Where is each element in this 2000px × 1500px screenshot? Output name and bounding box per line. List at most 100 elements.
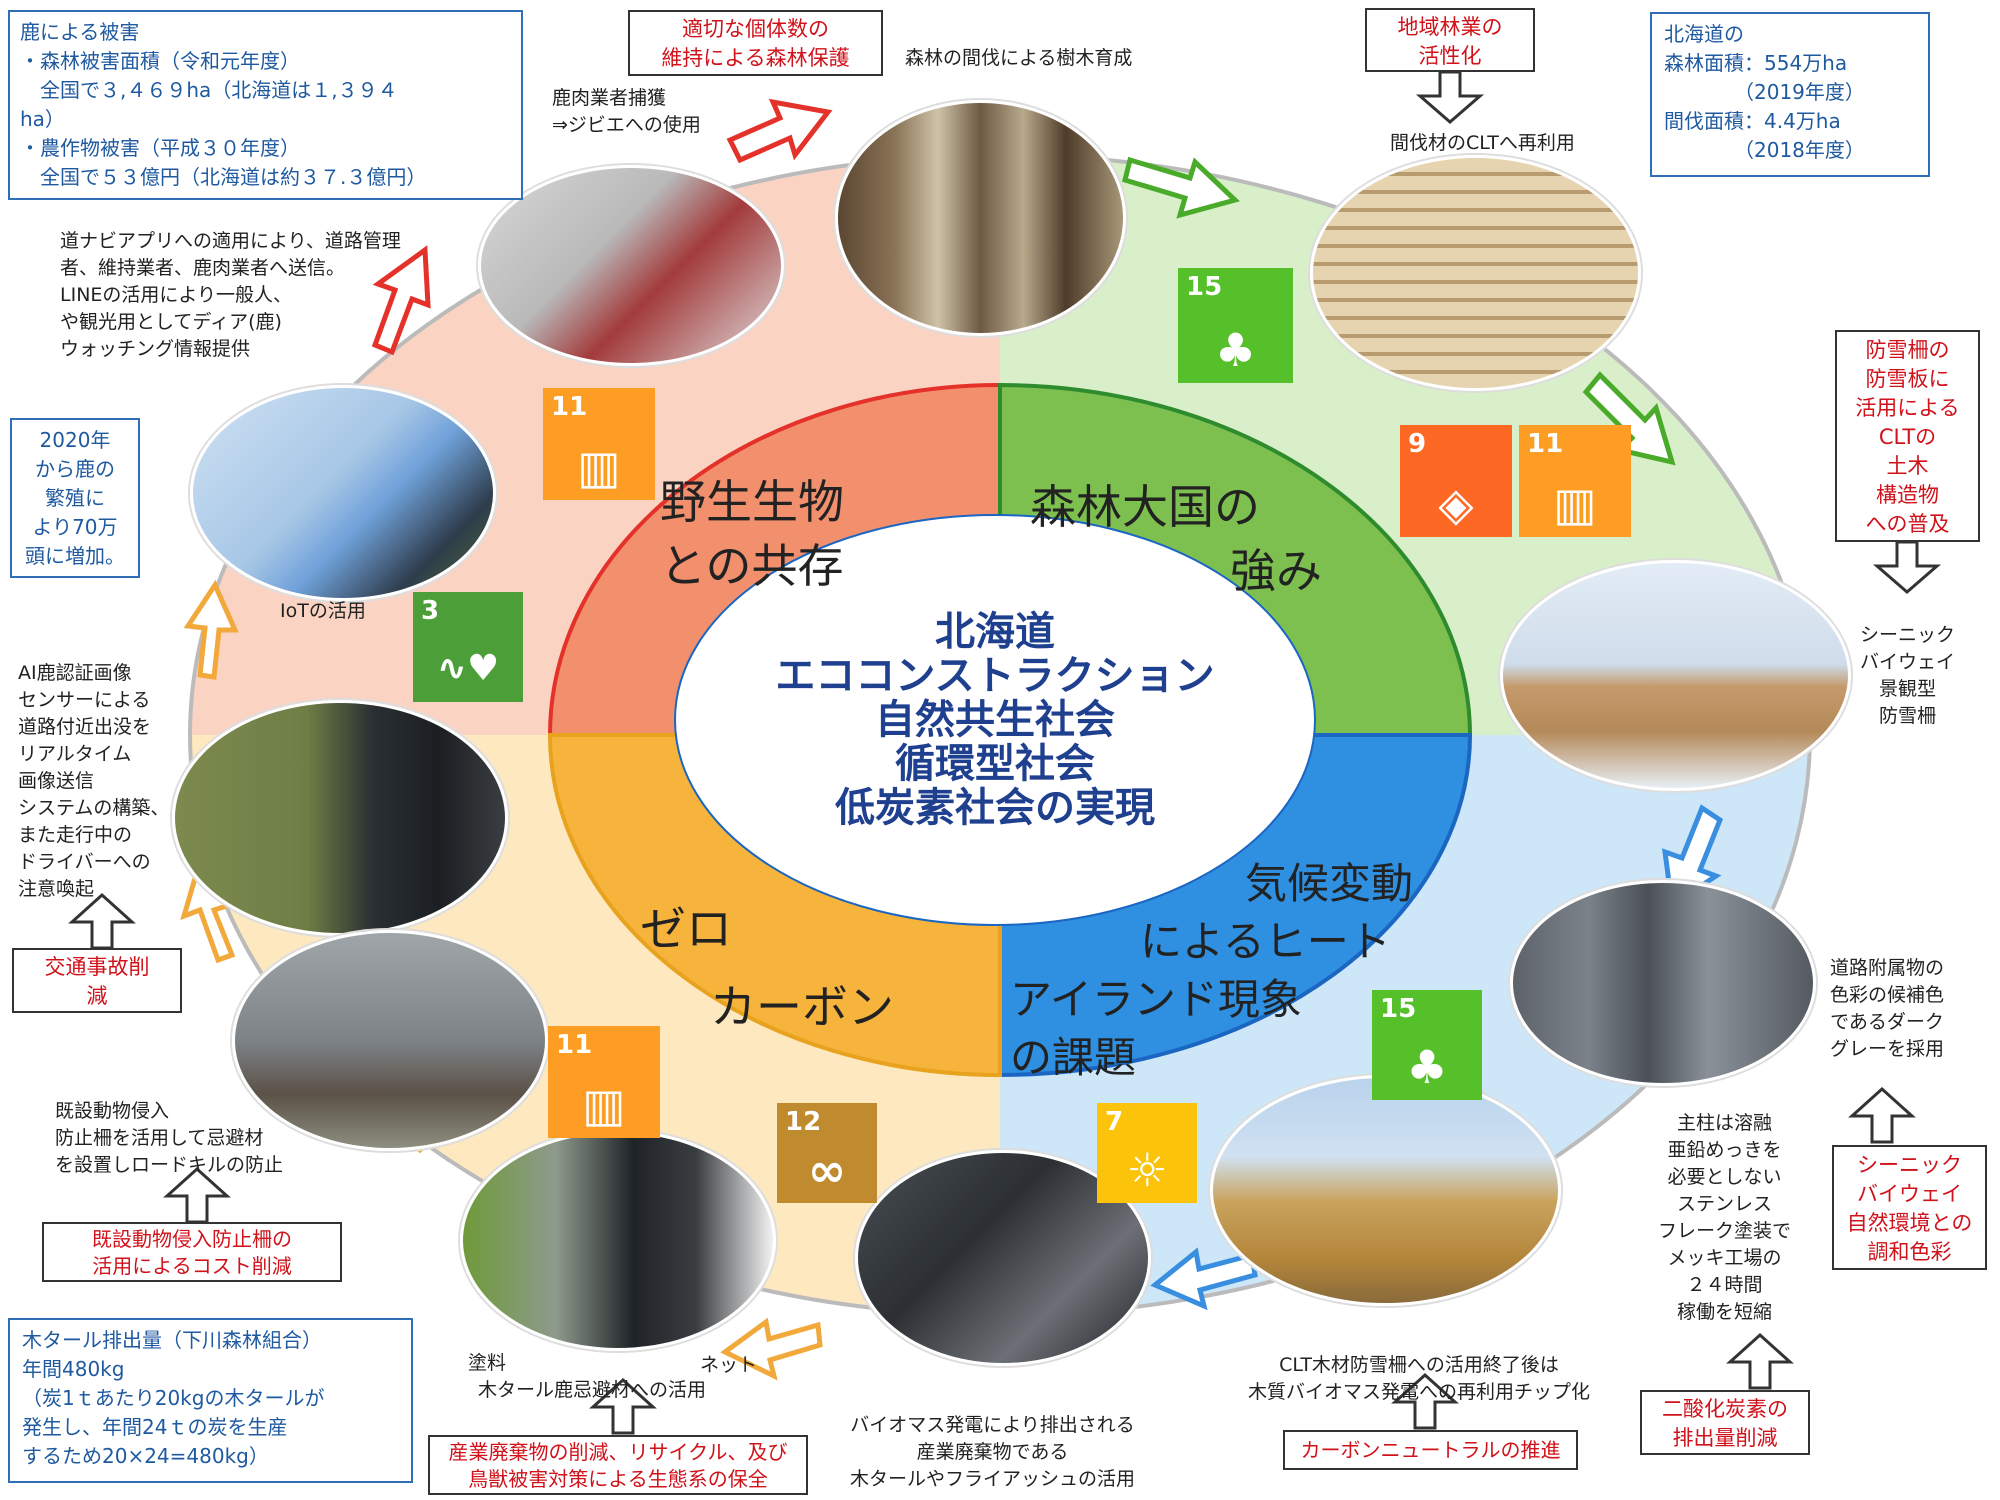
biomass-tar-line: 木タールやフライアッシュの活用 <box>850 1468 1136 1490</box>
cost-line: 既設動物侵入防止柵の <box>92 1227 292 1251</box>
deer-damage-line: ・農作物被害（平成３０年度） <box>20 136 300 160</box>
sdg-tile-11-zero: 11 ▥ <box>548 1026 660 1138</box>
box-deer-increase: 2020年 から鹿の 繁殖に より70万 頭に増加。 <box>10 418 140 578</box>
arrow-green-1 <box>1121 156 1240 219</box>
dark-grey-line: グレーを採用 <box>1830 1038 1945 1060</box>
forestry-line: 地域林業の <box>1397 15 1503 39</box>
deer-increase-line: より70万 <box>32 515 118 539</box>
quadrant-title-zero: ゼロ カーボン <box>640 890 894 1046</box>
forest-area-line: 間伐面積：4.4万ha <box>1664 109 1841 133</box>
sdg-number: 11 <box>1527 429 1564 459</box>
photo-ai-sensor <box>172 700 508 936</box>
sdg-number: 9 <box>1408 429 1427 459</box>
scenic-fence-line: シーニック <box>1860 624 1956 646</box>
existing-fence-line: 既設動物侵入 <box>55 1100 170 1122</box>
note-biomass-chip: CLT木材防雪柵への活用終了後は 木質バイオマス発電への再利用チップ化 <box>1248 1352 1590 1406</box>
sdg-number: 15 <box>1380 994 1417 1024</box>
deer-increase-line: 繁殖に <box>45 486 105 510</box>
ai-line: システムの構築、 <box>18 797 170 819</box>
box-forestry: 地域林業の 活性化 <box>1365 8 1535 72</box>
arrow-up-co2 <box>1726 1332 1794 1390</box>
infinity-icon: ∞ <box>807 1143 847 1197</box>
note-meat: 鹿肉業者捕獲 ⇒ジビエへの使用 <box>552 85 701 139</box>
traffic-line: 減 <box>86 984 108 1008</box>
scenic-color-line: シーニック <box>1857 1153 1962 1177</box>
zero-line-2: カーボン <box>710 980 894 1034</box>
forest-area-line: 北海道の <box>1664 22 1744 46</box>
sdg-number: 3 <box>421 596 440 626</box>
deer-damage-line: 鹿による被害 <box>20 20 140 44</box>
center-line-4: 循環型社会 <box>895 741 1095 787</box>
stainless-line: 主柱は溶融 <box>1677 1112 1773 1134</box>
tree-icon: ♣ <box>1406 1040 1448 1094</box>
thinning-line: 森林の間伐による樹木育成 <box>905 47 1133 69</box>
center-line-1: 北海道 <box>935 609 1055 655</box>
scenic-color-line: 調和色彩 <box>1867 1240 1952 1264</box>
tar-output-line: 木タール排出量（下川森林組合） <box>22 1328 322 1352</box>
photo-clt-panels <box>1310 155 1641 391</box>
deer-damage-line: ・森林被害面積（令和元年度） <box>20 49 300 73</box>
box-traffic: 交通事故削 減 <box>12 948 182 1013</box>
note-paint: 塗料 <box>468 1350 506 1377</box>
ai-line: 注意喚起 <box>18 878 95 900</box>
deer-damage-line: ha） <box>20 107 65 131</box>
sdg-tile-9: 9 ◈ <box>1400 425 1512 537</box>
cost-line: 活用によるコスト削減 <box>92 1254 292 1278</box>
note-ai: AI鹿認証画像 センサーによる 道路付近出没を リアルタイム 画像送信 システム… <box>18 660 169 903</box>
photo-meat-processing <box>478 165 784 366</box>
box-forest-area: 北海道の 森林面積：554万ha （2019年度） 間伐面積：4.4万ha （2… <box>1650 12 1930 177</box>
photo-biomass-chips <box>1210 1075 1561 1306</box>
city-icon: ▥ <box>582 1078 626 1132</box>
iot-line: IoTの活用 <box>280 600 366 622</box>
photo-forest-thinning <box>835 100 1126 336</box>
sdg-tile-15-climate: 15 ♣ <box>1372 990 1482 1100</box>
existing-fence-line: を設置しロードキルの防止 <box>55 1154 284 1176</box>
sdg-number: 15 <box>1186 272 1223 302</box>
tar-output-line: するため20×24=480kg） <box>22 1444 269 1468</box>
stainless-line: ２４時間 <box>1686 1274 1763 1296</box>
photo-scenic-fence <box>1500 560 1851 791</box>
forest-line-2: 強み <box>1230 544 1322 598</box>
forest-area-line: （2018年度） <box>1664 138 1865 162</box>
population-line: 維持による森林保護 <box>661 46 850 70</box>
sdg-number: 12 <box>785 1107 822 1137</box>
stainless-line: 必要としない <box>1667 1166 1782 1188</box>
deer-increase-line: 2020年 <box>39 428 111 452</box>
center-line-3: 自然共生社会 <box>875 697 1115 743</box>
note-thinning: 森林の間伐による樹木育成 <box>905 45 1132 72</box>
note-net: ネット <box>700 1352 757 1379</box>
stainless-line: フレーク塗装で <box>1658 1220 1792 1242</box>
existing-fence-line: 防止柵を活用して忌避材 <box>55 1127 264 1149</box>
soundwall-line: 防雪柵の <box>1865 338 1950 362</box>
center-line-5: 低炭素社会の実現 <box>835 785 1155 831</box>
scenic-fence-line: 防雪柵 <box>1879 705 1937 727</box>
photo-deer-app <box>190 385 496 601</box>
sdg-number: 7 <box>1105 1107 1124 1137</box>
tar-output-line: （炭1ｔあたり20kgの木タールが <box>22 1386 325 1410</box>
cubes-icon: ◈ <box>1438 477 1474 531</box>
arrow-down-forestry <box>1415 70 1485 124</box>
carbon-neutral-line: カーボンニュートラルの推進 <box>1300 1438 1561 1462</box>
stainless-line: ステンレス <box>1677 1193 1773 1215</box>
sdg-tile-15-forest: 15 ♣ <box>1178 268 1293 383</box>
meat-line: 鹿肉業者捕獲 <box>552 87 667 109</box>
sdg-tile-7: 7 ☼ <box>1097 1103 1197 1203</box>
city-icon: ▥ <box>577 440 621 494</box>
sdg-tile-3: 3 ∿♥ <box>413 592 523 702</box>
note-clt: 間伐材のCLTへ再利用 <box>1390 130 1575 157</box>
zero-line-1: ゼロ <box>640 902 732 956</box>
note-navi: 道ナビアプリへの適用により、道路管理 者、維持業者、鹿肉業者へ送信。 LINEの… <box>60 228 401 363</box>
tree-icon: ♣ <box>1214 323 1257 377</box>
scenic-color-line: バイウェイ <box>1857 1182 1962 1206</box>
ai-line: 道路付近出没を <box>18 716 152 738</box>
stainless-line: 亜鉛めっきを <box>1667 1139 1782 1161</box>
note-stainless: 主柱は溶融 亜鉛めっきを 必要としない ステンレス フレーク塗装で メッキ工場の… <box>1658 1110 1791 1326</box>
box-cost: 既設動物侵入防止柵の 活用によるコスト削減 <box>42 1222 342 1282</box>
box-deer-damage: 鹿による被害 ・森林被害面積（令和元年度） 全国で３,４６９ha（北海道は１,３… <box>8 10 523 200</box>
sdg-tile-12: 12 ∞ <box>777 1103 877 1203</box>
center-line-2: エココンストラクション <box>775 653 1215 699</box>
industrial-line: 産業廃棄物の削減、リサイクル、及び <box>448 1440 788 1464</box>
deer-increase-line: 頭に増加。 <box>25 544 125 568</box>
ai-line: リアルタイム <box>18 743 132 765</box>
navi-line: ウォッチング情報提供 <box>60 338 251 360</box>
